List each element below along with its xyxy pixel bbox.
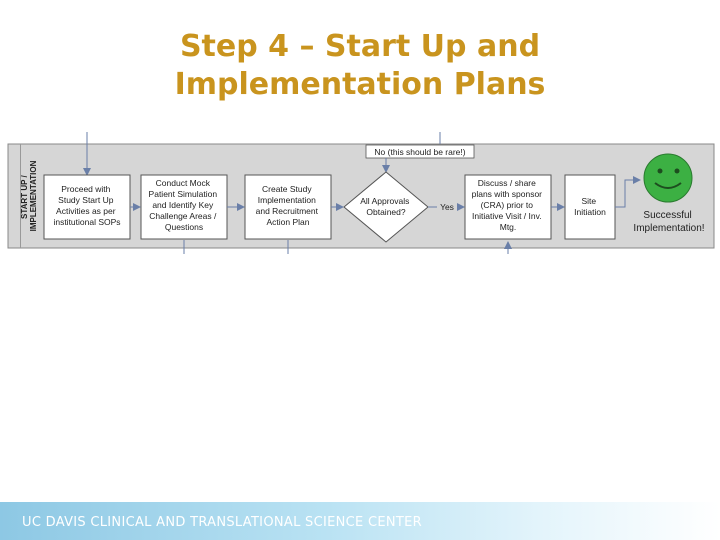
step-4-text: Discuss / share plans with sponsor (CRA)… — [472, 178, 545, 232]
slide-title: Step 4 – Start Up and Implementation Pla… — [0, 28, 720, 104]
step-2-line: Patient Simulation — [149, 189, 218, 199]
step-1-text: Proceed with Study Start Up Activities a… — [53, 184, 120, 227]
lane-divider — [20, 144, 21, 248]
step-4-line: Initiative Visit / Inv. — [472, 211, 542, 221]
smiley-icon — [643, 153, 693, 203]
step-box-5 — [564, 174, 616, 240]
flow-arrow — [615, 176, 641, 208]
step-box-2 — [140, 174, 228, 240]
step-3-line: and Recruitment — [256, 206, 319, 216]
decision-line: Obtained? — [366, 207, 405, 217]
flowchart: START UP / IMPLEMENTATION No (this shoul… — [7, 132, 715, 254]
lane-label-line-1: START UP / — [20, 174, 29, 218]
step-2-line: Challenge Areas / — [149, 211, 217, 221]
step-4-line: Mtg. — [500, 222, 517, 232]
step-2-text: Conduct Mock Patient Simulation and Iden… — [149, 178, 220, 232]
step-5-text: Site Initiation — [574, 196, 606, 217]
lane-label: START UP / IMPLEMENTATION — [20, 160, 38, 231]
step-box-3 — [244, 174, 332, 240]
step-4-line: plans with sponsor — [472, 189, 543, 199]
step-3-line: Implementation — [258, 195, 316, 205]
step-2-line: Questions — [165, 222, 203, 232]
end-line: Successful — [643, 210, 691, 221]
footer-text: UC DAVIS CLINICAL AND TRANSLATIONAL SCIE… — [22, 515, 422, 530]
step-1-line: Activities as per — [56, 206, 116, 216]
step-4-line: Discuss / share — [478, 178, 536, 188]
yes-label-bg — [437, 201, 457, 213]
yes-label: Yes — [440, 202, 454, 212]
step-2-line: and Identify Key — [152, 200, 214, 210]
lane-label-line-2: IMPLEMENTATION — [29, 160, 38, 231]
end-text: Successful Implementation! — [633, 210, 704, 234]
step-3-text: Create Study Implementation and Recruitm… — [256, 184, 321, 227]
step-4-line: (CRA) prior to — [481, 200, 534, 210]
decision-diamond — [343, 171, 429, 243]
step-5-line: Site — [581, 196, 596, 206]
step-1-line: institutional SOPs — [53, 217, 120, 227]
no-label: No (this should be rare!) — [374, 147, 465, 157]
step-5-line: Initiation — [574, 207, 606, 217]
end-line: Implementation! — [633, 223, 704, 234]
step-2-line: Conduct Mock — [156, 178, 211, 188]
decision-line: All Approvals — [360, 196, 409, 206]
decision-text: All Approvals Obtained? — [360, 196, 412, 217]
slide-title-line-2: Implementation Plans — [174, 67, 546, 102]
step-3-line: Action Plan — [267, 217, 310, 227]
step-3-line: Create Study — [262, 184, 312, 194]
slide-title-line-1: Step 4 – Start Up and — [179, 29, 541, 64]
step-1-line: Study Start Up — [58, 195, 114, 205]
step-box-1 — [43, 174, 131, 240]
no-label-box — [365, 144, 475, 159]
footer-banner: UC DAVIS CLINICAL AND TRANSLATIONAL SCIE… — [0, 502, 720, 540]
step-1-line: Proceed with — [61, 184, 110, 194]
